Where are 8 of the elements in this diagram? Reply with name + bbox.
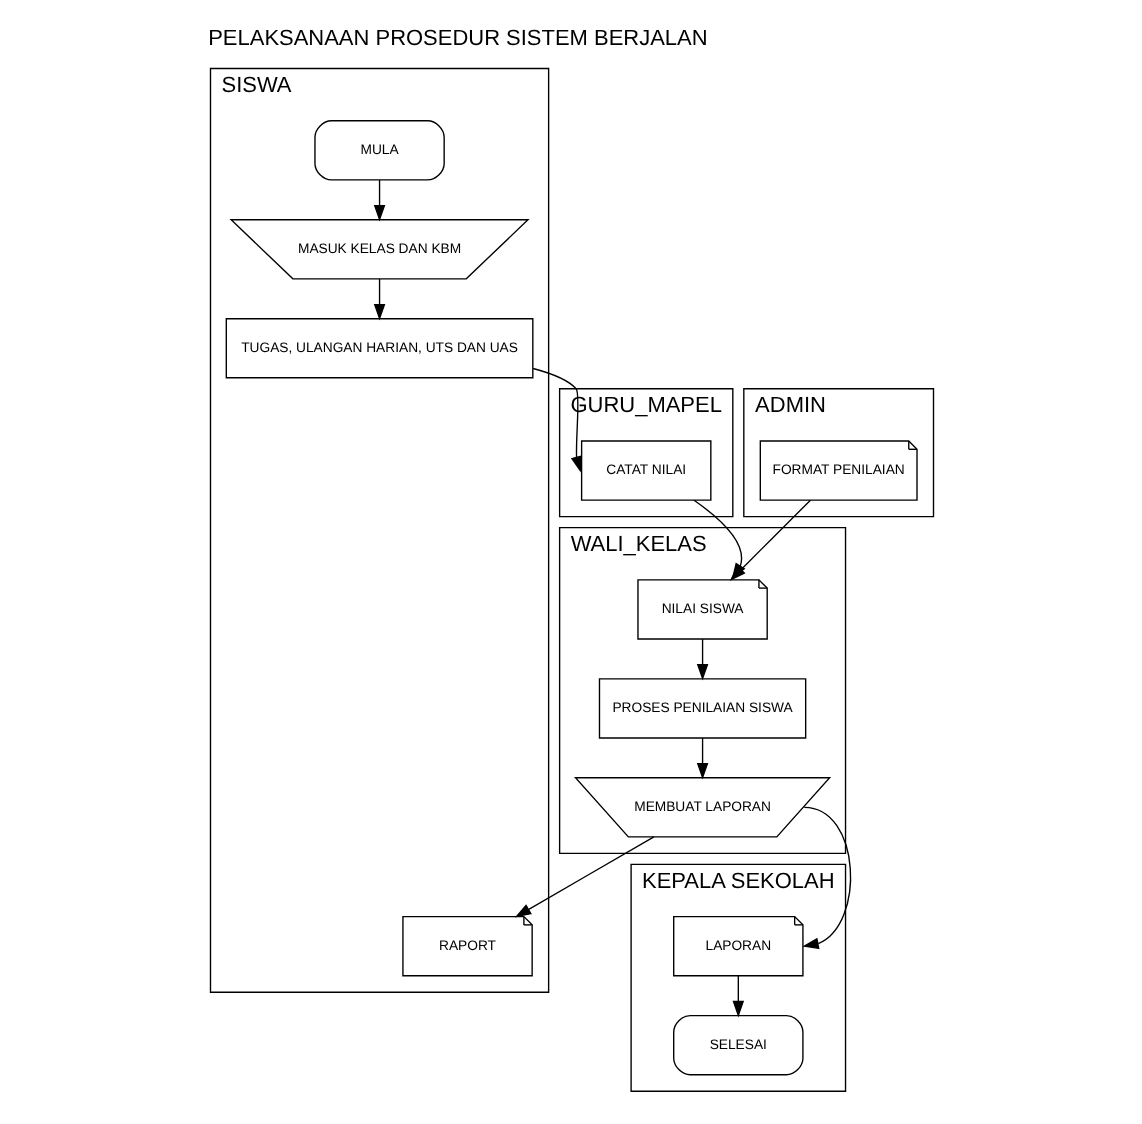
arrow — [531, 367, 581, 473]
arrow — [372, 179, 385, 222]
diagram-title: PELAKSANAAN PROSEDUR SISTEM BERJALAN — [207, 26, 707, 51]
arrow — [695, 638, 708, 681]
arrow — [372, 278, 385, 321]
arrow — [695, 737, 708, 780]
arrow — [731, 975, 744, 1018]
arrow — [801, 806, 851, 950]
